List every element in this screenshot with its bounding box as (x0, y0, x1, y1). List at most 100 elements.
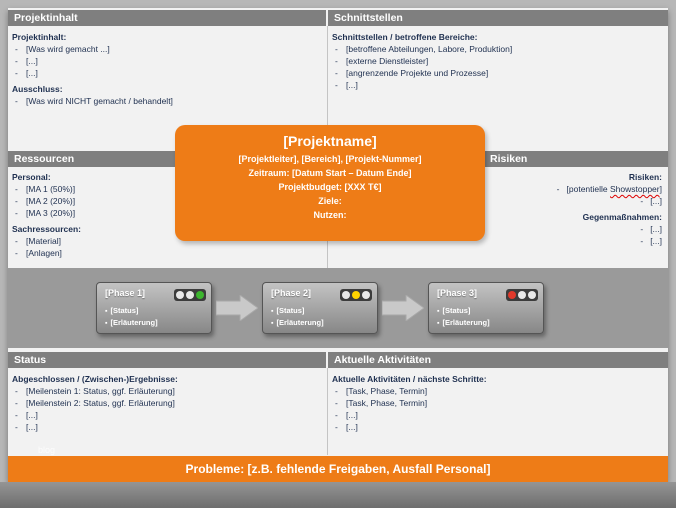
list-item: [MA 3 (20%)] (12, 207, 174, 219)
list-item: [...] (486, 235, 662, 247)
spellcheck-underlined-word: Showstopper (610, 184, 660, 194)
list-item: [MA 1 (50%)] (12, 183, 174, 195)
blog-watermark: blog (38, 445, 56, 455)
list-item: [...] (486, 223, 662, 235)
list-item: [...] (12, 409, 322, 421)
list-item: [Meilenstein 2: Status, ggf. Erläuterung… (12, 397, 322, 409)
vertical-divider (327, 368, 328, 455)
bullet-list: [Was wird gemacht ...] [...] [...] (12, 43, 322, 79)
list-item: [...] (332, 421, 664, 433)
traffic-lamp (508, 291, 516, 299)
subheading: Projektinhalt: (12, 32, 67, 42)
section-title: Projektinhalt (14, 12, 78, 24)
traffic-light-icon (340, 289, 372, 301)
list-item: [...] (332, 79, 664, 91)
bullet-list: [...] [...] (486, 223, 662, 247)
list-item: [Erläuterung] (105, 317, 157, 329)
list-item: [Material] (12, 235, 174, 247)
section-projektinhalt: Projektinhalt: [Was wird gemacht ...] [.… (12, 30, 322, 112)
phase-label: [Phase 2] (271, 288, 312, 298)
arrow-right-icon (382, 295, 424, 321)
bullet-list: [Meilenstein 1: Status, ggf. Erläuterung… (12, 385, 322, 433)
list-item: [Task, Phase, Termin] (332, 397, 664, 409)
problems-bar: Probleme: [z.B. fehlende Freigaben, Ausf… (8, 456, 668, 482)
subheading: Risiken: (628, 172, 662, 182)
bullet-list: [Material] [Anlagen] (12, 235, 174, 259)
section-title: Risiken (490, 153, 528, 165)
traffic-lamp (342, 291, 350, 299)
phase-band: [Phase 1] [Status] [Erläuterung] [Phase … (8, 268, 668, 348)
list-item: [potentielle Showstopper] (486, 183, 662, 195)
list-item: [Status] (271, 305, 324, 317)
traffic-light-icon (506, 289, 538, 301)
bullet-list: [Was wird NICHT gemacht / behandelt] (12, 95, 322, 107)
bullet-list: [betroffene Abteilungen, Labore, Produkt… (332, 43, 664, 91)
list-item: [Meilenstein 1: Status, ggf. Erläuterung… (12, 385, 322, 397)
section-title: Aktuelle Aktivitäten (334, 354, 432, 366)
section-header-status: Status (8, 352, 326, 368)
list-item: [Anlagen] (12, 247, 174, 259)
phase-label: [Phase 1] (105, 288, 146, 298)
traffic-lamp (518, 291, 526, 299)
phase-box-2: [Phase 2] [Status] [Erläuterung] (262, 282, 378, 334)
section-title: Status (14, 354, 47, 366)
traffic-lamp (176, 291, 184, 299)
list-item: [externe Dienstleister] (332, 55, 664, 67)
project-subtitle: [Projektleiter], [Bereich], [Projekt-Num… (238, 154, 422, 164)
bullet-list: [Task, Phase, Termin] [Task, Phase, Term… (332, 385, 664, 433)
traffic-light-icon (174, 289, 206, 301)
arrow-right-icon (216, 295, 258, 321)
traffic-lamp (186, 291, 194, 299)
phase-box-3: [Phase 3] [Status] [Erläuterung] (428, 282, 544, 334)
subheading: Gegenmaßnahmen: (582, 212, 662, 222)
section-schnittstellen: Schnittstellen / betroffene Bereiche: [b… (332, 30, 664, 96)
subheading: Sachressourcen: (12, 224, 81, 234)
section-header-projektinhalt: Projektinhalt (8, 10, 326, 26)
bullet-list: [MA 1 (50%)] [MA 2 (20%)] [MA 3 (20%)] (12, 183, 174, 219)
subheading: Personal: (12, 172, 51, 182)
project-name: [Projektname] (283, 133, 377, 149)
phase-bullets: [Status] [Erläuterung] (271, 305, 324, 329)
list-item: [Was wird NICHT gemacht / behandelt] (12, 95, 322, 107)
project-nutzen: Nutzen: (313, 210, 347, 220)
phase-label: [Phase 3] (437, 288, 478, 298)
section-header-schnittstellen: Schnittstellen (328, 10, 668, 26)
section-title: Schnittstellen (334, 12, 403, 24)
project-profile-slide: Projektinhalt Schnittstellen Ressourcen … (8, 8, 668, 482)
traffic-lamp (528, 291, 536, 299)
traffic-lamp (362, 291, 370, 299)
list-item: [Status] (437, 305, 490, 317)
list-item: [Erläuterung] (437, 317, 489, 329)
project-card: [Projektname] [Projektleiter], [Bereich]… (175, 125, 485, 241)
subheading: Aktuelle Aktivitäten / nächste Schritte: (332, 374, 487, 384)
phase-bullets: [Status] [Erläuterung] (437, 305, 490, 329)
subheading: Ausschluss: (12, 84, 63, 94)
bullet-list: [potentielle Showstopper] [...] (486, 183, 662, 207)
project-zeitraum: Zeitraum: [Datum Start – Datum Ende] (248, 168, 412, 178)
list-item: [betroffene Abteilungen, Labore, Produkt… (332, 43, 664, 55)
subheading: Schnittstellen / betroffene Bereiche: (332, 32, 478, 42)
traffic-lamp (352, 291, 360, 299)
list-item: [...] (332, 409, 664, 421)
list-item: [...] (486, 195, 662, 207)
project-ziele: Ziele: (318, 196, 342, 206)
section-title: Ressourcen (14, 153, 75, 165)
traffic-lamp (196, 291, 204, 299)
section-header-aktivitaeten: Aktuelle Aktivitäten (328, 352, 668, 368)
risk-item-text: ] (659, 184, 662, 194)
list-item: [Erläuterung] (271, 317, 323, 329)
list-item: [angrenzende Projekte und Prozesse] (332, 67, 664, 79)
list-item: [...] (12, 67, 322, 79)
list-item: [Was wird gemacht ...] (12, 43, 322, 55)
project-budget: Projektbudget: [XXX T€] (278, 182, 382, 192)
list-item: [...] (12, 55, 322, 67)
phase-box-1: [Phase 1] [Status] [Erläuterung] (96, 282, 212, 334)
list-item: [Task, Phase, Termin] (332, 385, 664, 397)
section-aktivitaeten: Aktuelle Aktivitäten / nächste Schritte:… (332, 372, 664, 438)
list-item: [Status] (105, 305, 158, 317)
section-ressourcen: Personal: [MA 1 (50%)] [MA 2 (20%)] [MA … (12, 170, 174, 264)
phase-bullets: [Status] [Erläuterung] (105, 305, 158, 329)
subheading: Abgeschlossen / (Zwischen-)Ergebnisse: (12, 374, 178, 384)
list-item: [MA 2 (20%)] (12, 195, 174, 207)
